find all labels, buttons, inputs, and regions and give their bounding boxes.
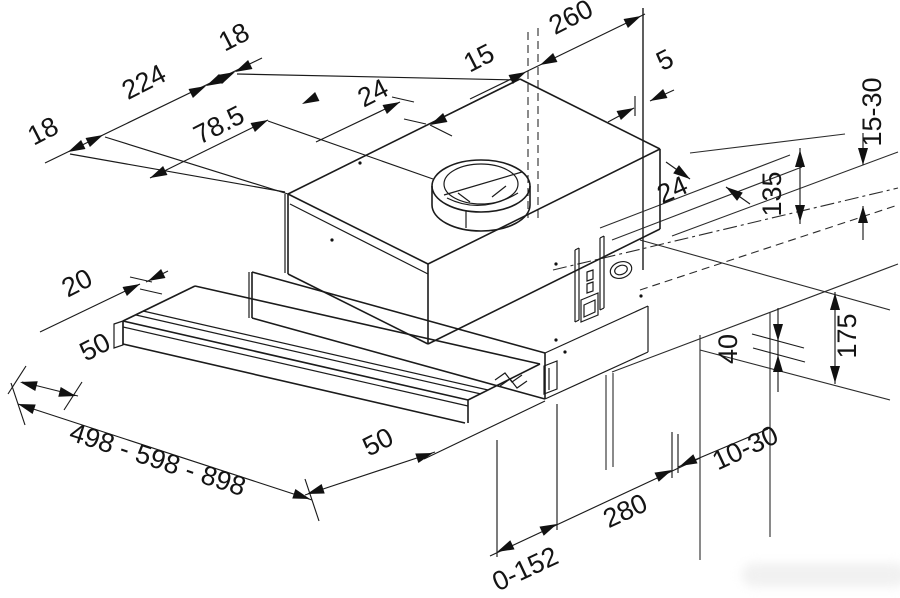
hood-body [248, 78, 661, 400]
dimension-label-body-height-135: 135 [757, 171, 787, 216]
dimension-label-side-offset-50: 50 [75, 327, 115, 367]
telescopic-drawer [113, 285, 558, 424]
exhaust-duct-collar [431, 159, 531, 232]
side-panel-details [554, 235, 643, 354]
construction-lines [527, 8, 899, 560]
dimension-arrowheads [18, 16, 868, 552]
dimension-label-front-gap-10-30: 10-30 [708, 420, 783, 476]
dimension-label-depth-rear-18: 18 [214, 17, 254, 57]
dimension-label-rear-gap-15: 15 [459, 38, 499, 78]
dimension-label-cabinet-depth-260: 260 [544, 0, 598, 41]
watermark [742, 563, 900, 587]
dimension-label-side-offset-20: 20 [57, 263, 97, 303]
dimension-label-top-clearance-15-30: 15-30 [857, 77, 887, 146]
dimension-label-pullout-range: 0-152 [488, 541, 563, 597]
dimension-label-cabinet-height-175: 175 [832, 313, 862, 358]
dimension-label-depth-mid-224: 224 [117, 58, 171, 105]
dimension-label-depth-front-18: 18 [23, 111, 63, 151]
dimension-label-front-offset-50: 50 [358, 422, 398, 462]
dimension-label-duct-offset-78-5: 78.5 [189, 100, 249, 151]
dimension-label-bottom-gap-40: 40 [713, 334, 743, 364]
dimension-label-width-range: 498 - 598 - 898 [66, 417, 249, 502]
dimension-label-depth-280: 280 [598, 488, 652, 534]
dimension-label-wall-gap-5: 5 [651, 43, 678, 77]
dimension-labels: 182241878.52415260515-301352417540205049… [23, 0, 887, 597]
